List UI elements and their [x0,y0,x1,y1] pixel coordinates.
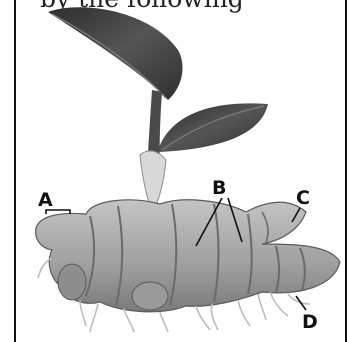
label-d-group: D [296,296,318,333]
label-b: B [212,177,226,199]
upper-leaf [48,7,183,100]
lower-leaf [158,103,268,152]
label-a-group: A [38,189,70,214]
label-c: C [296,187,310,209]
label-d: D [302,311,318,333]
label-a: A [38,189,53,211]
